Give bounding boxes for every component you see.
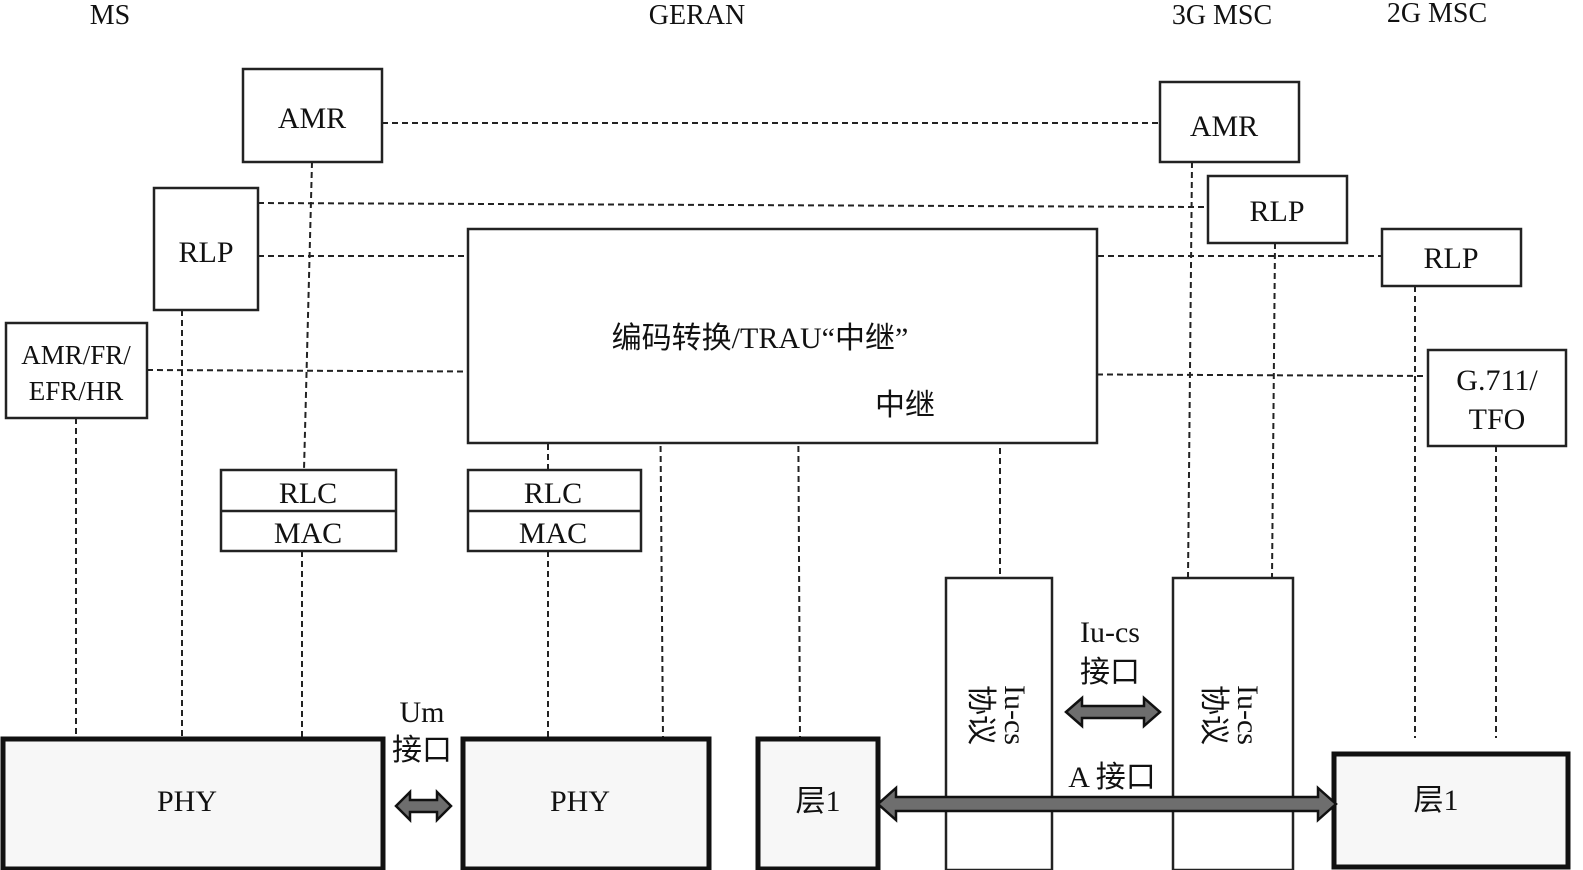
ms-codec-label-line2: EFR/HR: [29, 376, 124, 406]
amr-rlc-line: [303, 161, 313, 471]
msc3g-rlp-iucs-line: [1271, 242, 1276, 579]
msc2g-rlp-label: RLP: [1423, 242, 1478, 275]
msc2g-g711-label-line2: TFO: [1469, 403, 1526, 436]
geran-iucs-label-line1: Iu-cs: [998, 685, 1031, 745]
rlp-3g-peer-line: [257, 202, 1208, 208]
um-interface-label-line1: Um: [400, 696, 445, 729]
um-interface: Um 接口: [392, 696, 453, 824]
a-interface: A 接口: [876, 761, 1338, 823]
geran-phy-label: PHY: [550, 785, 610, 818]
column-header-ms: MS: [90, 0, 130, 31]
ms-rlp-label: RLP: [178, 236, 233, 269]
a-interface-label: A 接口: [1068, 761, 1156, 794]
column-header-3g-msc: 3G MSC: [1172, 0, 1272, 31]
geran-relay-label: 中继: [875, 389, 935, 422]
geran-rlc-mac-box: RLC MAC: [466, 468, 643, 553]
column-header-geran: GERAN: [649, 0, 745, 31]
geran-rlc-label: RLC: [524, 477, 582, 510]
geran-transcoder-label: 编码转换/TRAU“中继”: [612, 322, 909, 355]
um-double-arrow-icon: [394, 788, 453, 824]
ms-rlc-mac-box: RLC MAC: [219, 468, 398, 553]
ms-rlp-box: RLP: [152, 186, 260, 312]
iucs-double-arrow-icon: [1064, 695, 1162, 729]
msc3g-iucs-box: Iu-cs 协议: [1171, 576, 1295, 870]
iucs-interface-label-line2: 接口: [1080, 656, 1140, 689]
geran-layer1-label: 层1: [796, 785, 841, 818]
ms-codec-label-line1: AMR/FR/: [21, 340, 131, 370]
column-header-2g-msc: 2G MSC: [1387, 0, 1487, 29]
geran-mac-label: MAC: [519, 517, 587, 550]
geran-iucs-box: Iu-cs 协议: [944, 576, 1054, 870]
ms-phy-label: PHY: [157, 785, 217, 818]
geran-phy-box: PHY: [460, 736, 712, 870]
msc3g-amr-iucs-line: [1187, 161, 1193, 579]
msc2g-layer1-box: 层1: [1331, 751, 1571, 870]
iucs-interface-label-line1: Iu-cs: [1080, 616, 1140, 649]
msc3g-amr-label: AMR: [1190, 110, 1258, 143]
msc2g-layer1-label: 层1: [1414, 784, 1459, 817]
ms-phy-box: PHY: [0, 736, 386, 870]
msc3g-amr-box: AMR: [1158, 80, 1301, 164]
geran-layer1-box: 层1: [755, 736, 881, 870]
geran-transcoder-box: 编码转换/TRAU“中继” 中继: [466, 227, 1099, 445]
msc2g-g711-box: G.711/ TFO: [1426, 348, 1568, 448]
ms-codec-box: AMR/FR/ EFR/HR: [4, 321, 149, 420]
iucs-interface: Iu-cs 接口: [1064, 616, 1162, 729]
ms-amr-box: AMR: [241, 67, 384, 164]
msc3g-iucs-label-line1: Iu-cs: [1231, 685, 1264, 745]
ms-mac-label: MAC: [274, 517, 342, 550]
msc3g-rlp-box: RLP: [1206, 174, 1349, 245]
msc2g-rlp-box: RLP: [1380, 227, 1523, 288]
msc3g-rlp-label: RLP: [1249, 195, 1304, 228]
a-interface-double-arrow-icon: [876, 785, 1338, 823]
ms-amr-label: AMR: [278, 102, 346, 135]
ms-rlc-label: RLC: [279, 477, 337, 510]
geran-iucs-label-line2: 协议: [964, 685, 997, 745]
um-interface-label-line2: 接口: [392, 734, 452, 767]
msc2g-g711-label-line1: G.711/: [1456, 364, 1538, 397]
msc3g-iucs-label-line2: 协议: [1197, 685, 1230, 745]
